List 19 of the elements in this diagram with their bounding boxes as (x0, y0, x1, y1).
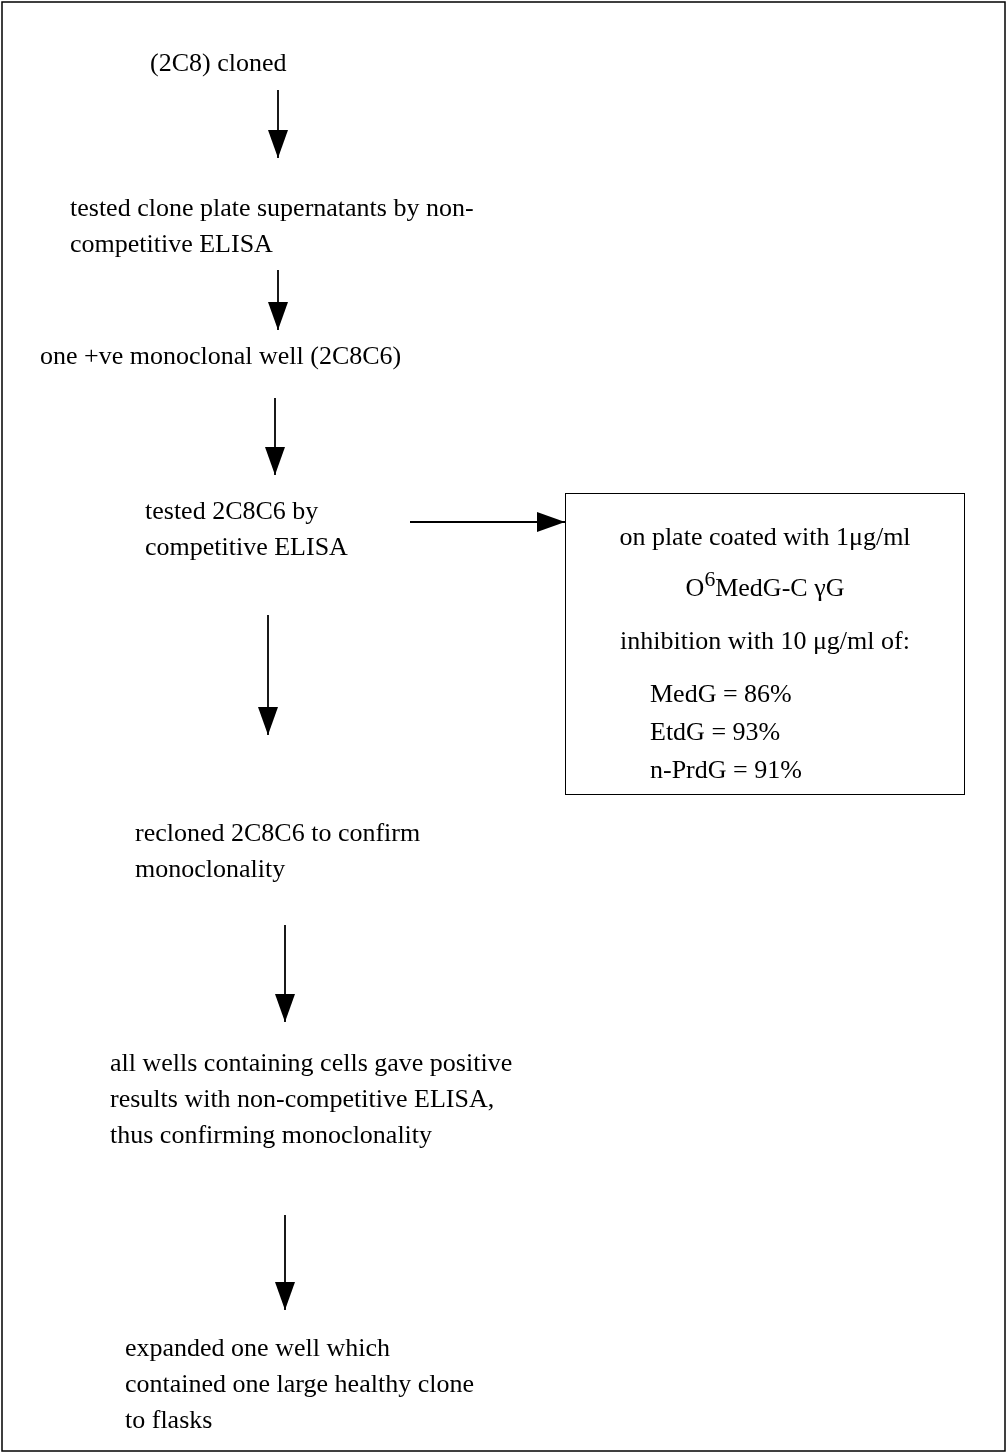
arrow (409, 512, 566, 532)
arrow (268, 269, 288, 331)
step-text: recloned 2C8C6 to confirm monoclonality (135, 817, 422, 885)
arrow (268, 89, 288, 159)
step-text: tested 2C8C6 by competitive ELISA (145, 495, 349, 563)
arrow (275, 924, 295, 1023)
arrow (258, 614, 278, 736)
arrow (265, 397, 285, 476)
step-text: all wells containing cells gave positive results with non-competitive ELISA, thus confirming monoclonality (110, 1047, 514, 1151)
inhibition-value: MedG = 86% (650, 677, 792, 710)
inhibition-value: n-PrdG = 91% (650, 753, 802, 786)
step-text: one +ve monoclonal well (2C8C6) (40, 340, 402, 372)
step-text: (2C8) cloned (150, 47, 287, 79)
step-text: tested clone plate supernatants by non-competitive ELISA (70, 192, 475, 260)
arrow (275, 1214, 295, 1311)
inhibition-text: inhibition with 10 μg/ml of: (620, 624, 910, 657)
result-box (565, 493, 965, 795)
inhibition-value: EtdG = 93% (650, 715, 781, 748)
step-text: expanded one well which contained one large healthy clone to flasks (125, 1332, 475, 1436)
